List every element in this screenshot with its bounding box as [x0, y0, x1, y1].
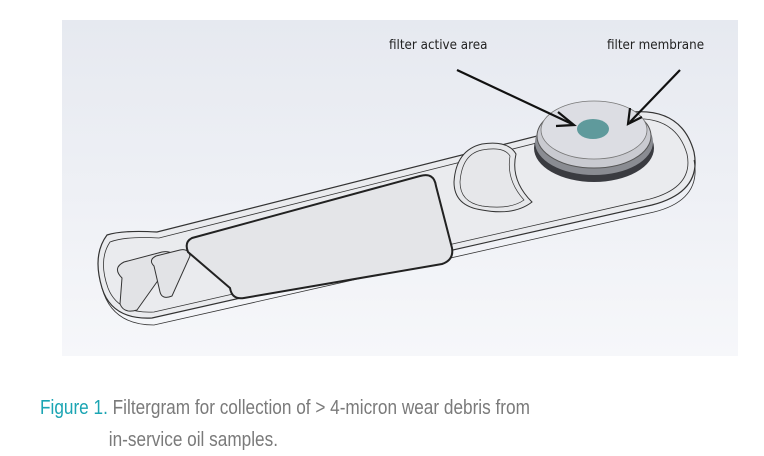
label-filter-active-area: filter active area: [389, 38, 488, 53]
filtergram-illustration: filter active area filter membrane: [62, 20, 738, 356]
caption-line-2: in-service oil samples.: [108, 429, 278, 451]
figure-number: Figure 1.: [40, 397, 108, 419]
label-filter-membrane: filter membrane: [607, 38, 705, 53]
filter-membrane: [534, 100, 654, 182]
window: [185, 174, 454, 300]
filter-active-area: [577, 119, 609, 139]
thumb-hole: [453, 142, 533, 213]
pointer-arrows: [456, 69, 681, 128]
figure-caption: Figure 1. Filtergram for collection of >…: [40, 392, 530, 456]
caption-line-1: Filtergram for collection of > 4-micron …: [112, 397, 530, 419]
